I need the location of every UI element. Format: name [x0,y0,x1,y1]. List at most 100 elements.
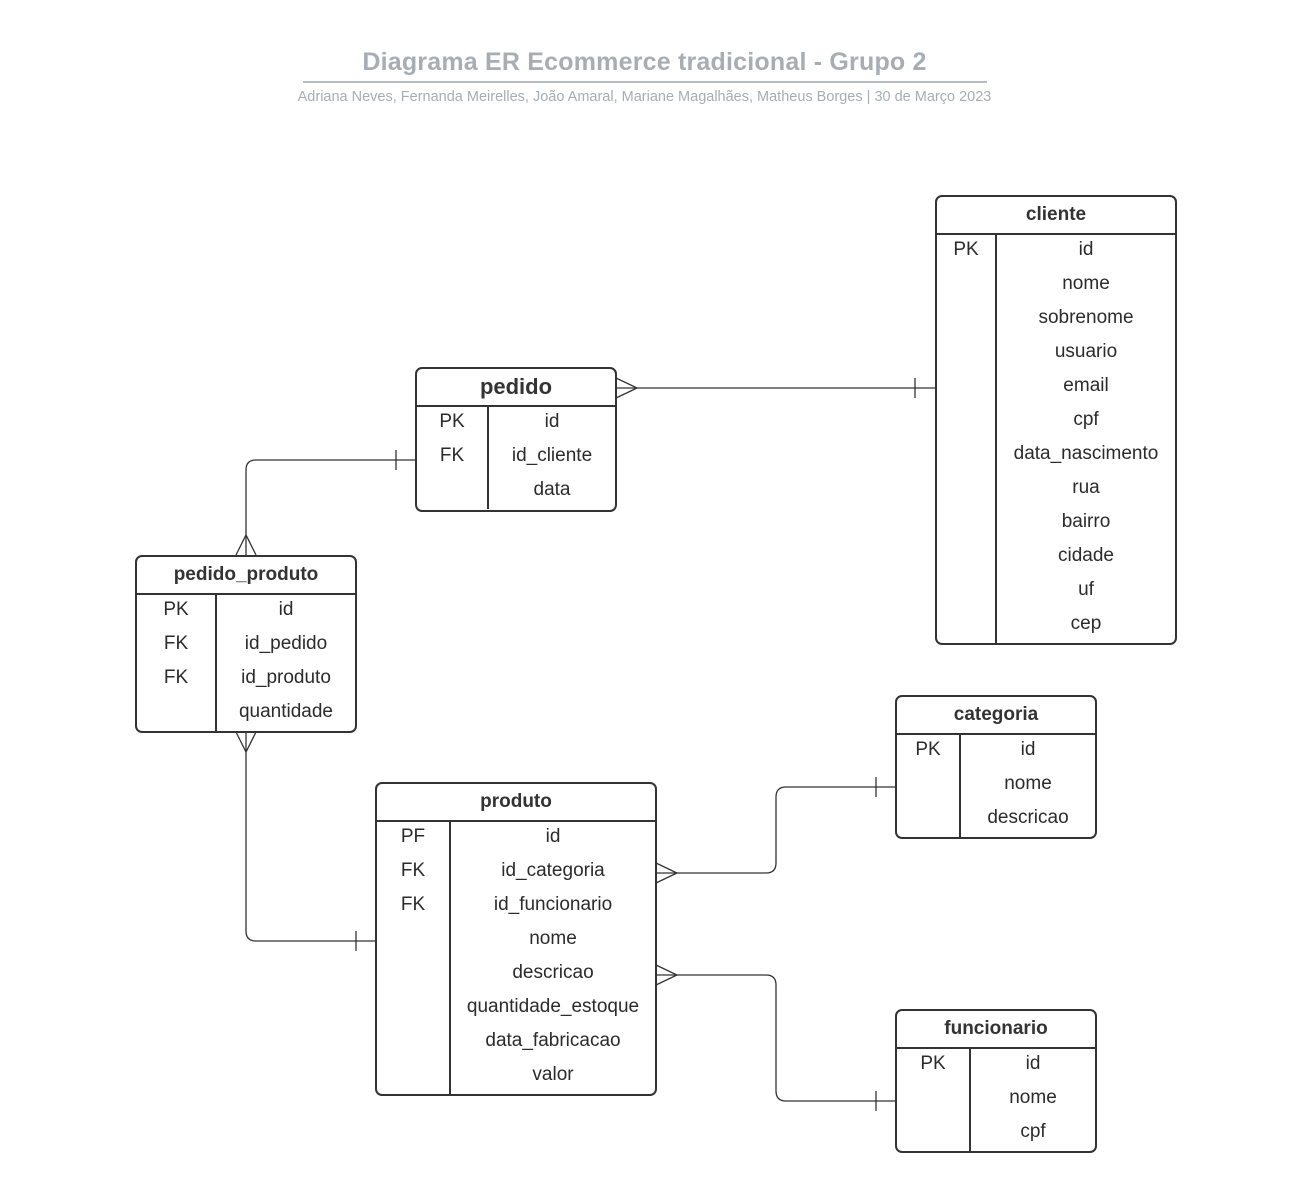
field-name: cpf [1020,1121,1046,1142]
connector-line [656,974,895,1102]
field-name: id_produto [241,667,331,688]
field-name: id_pedido [244,633,328,654]
entity-title: pedido [417,369,615,407]
field-name: id [544,411,560,432]
crowfoot-many-icon [235,533,257,556]
field-row: cep [937,609,1175,643]
key-marker: PF [400,826,426,847]
key-marker: PK [915,739,941,760]
key-column-divider [897,1049,971,1151]
entity-fields: PK id nome cpf [897,1049,1095,1151]
field-name: descricao [512,962,594,983]
relationship-pedido_produto-produto [235,731,375,951]
field-row: PK id [417,407,615,441]
diagram-subtitle: Adriana Neves, Fernanda Meirelles, João … [297,89,992,105]
field-row: FK id_cliente [417,441,615,475]
field-row: descricao [377,958,655,992]
crowfoot-many-icon [615,377,639,399]
entity-title: cliente [937,197,1175,235]
key-marker: FK [439,445,465,466]
field-name: id_funcionario [493,894,613,915]
diagram-title: Diagrama ER Ecommerce tradicional - Grup… [362,48,927,76]
key-marker: PK [953,239,979,260]
field-name: id_cliente [511,445,593,466]
key-marker: PK [439,411,465,432]
connector-line [656,786,895,874]
field-name: cpf [1073,409,1099,430]
entity-cliente[interactable]: cliente PK id nome sobrenome usuario email cpf… [935,195,1177,645]
field-name: data_nascimento [1013,443,1159,464]
key-marker: PK [920,1053,946,1074]
entity-funcionario[interactable]: funcionario PK id nome cpf [895,1009,1097,1153]
connector-line [245,732,375,942]
field-row: uf [937,575,1175,609]
field-name: quantidade [238,701,334,722]
field-name: id [1078,239,1094,260]
diagram-header: Diagrama ER Ecommerce tradicional - Grup… [0,48,1289,105]
key-marker: FK [163,633,189,654]
relationship-pedido_produto-pedido [235,450,415,556]
field-name: id [1025,1053,1041,1074]
field-name: id [278,599,294,620]
field-row: cpf [897,1117,1095,1151]
field-row: PK id [937,235,1175,269]
field-name: uf [1078,579,1094,600]
crowfoot-many-icon [655,862,679,884]
field-name: valor [532,1064,574,1085]
field-name: nome [1062,273,1110,294]
field-row: quantidade_estoque [377,992,655,1026]
field-name: email [1063,375,1109,396]
key-column-divider [377,822,451,1094]
field-name: cidade [1058,545,1114,566]
field-name: cep [1070,613,1102,634]
key-marker: FK [163,667,189,688]
field-row: email [937,371,1175,405]
field-name: id_categoria [501,860,605,881]
field-row: PK id [897,1049,1095,1083]
field-row: cpf [937,405,1175,439]
relationship-produto-categoria [655,777,895,884]
key-marker: PK [163,599,189,620]
field-name: nome [1009,1087,1057,1108]
field-row: data [417,475,615,509]
crowfoot-many-icon [655,964,679,986]
field-row: PK id [137,595,355,629]
field-row: FK id_produto [137,663,355,697]
field-row: PF id [377,822,655,856]
field-row: nome [377,924,655,958]
field-row: nome [937,269,1175,303]
field-row: nome [897,1083,1095,1117]
entity-title: funcionario [897,1011,1095,1049]
field-name: nome [1004,773,1052,794]
entity-fields: PK id nome sobrenome usuario email cpf data_nas… [937,235,1175,643]
field-name: bairro [1061,511,1111,532]
field-name: rua [1072,477,1100,498]
connector-line [245,459,415,555]
field-row: FK id_pedido [137,629,355,663]
field-row: valor [377,1060,655,1094]
field-row: sobrenome [937,303,1175,337]
field-name: sobrenome [1038,307,1134,328]
key-column-divider [417,407,489,509]
key-column-divider [137,595,217,731]
key-column-divider [897,735,961,837]
field-name: usuario [1054,341,1118,362]
relationship-produto-funcionario [655,964,895,1111]
field-name: descricao [987,807,1069,828]
entity-title: produto [377,784,655,822]
field-name: data_fabricacao [485,1030,621,1051]
field-row: data_fabricacao [377,1026,655,1060]
field-name: quantidade_estoque [466,996,640,1017]
field-name: id [545,826,561,847]
